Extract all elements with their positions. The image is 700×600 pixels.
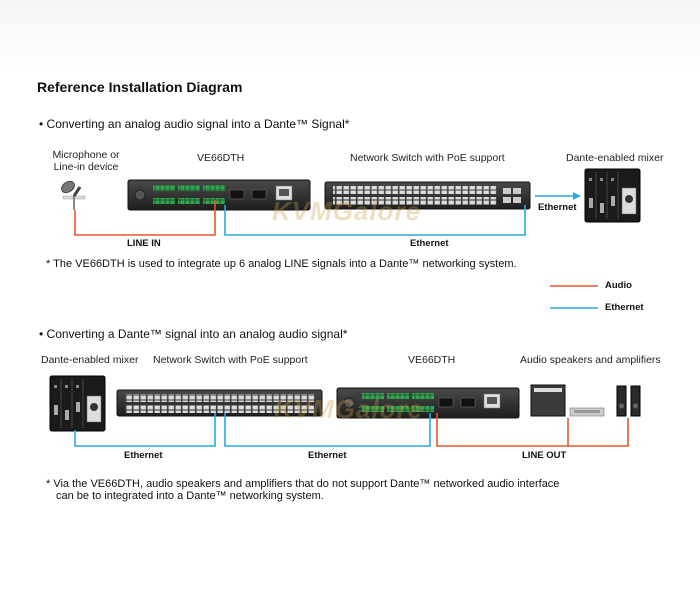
amplifier-icon bbox=[569, 407, 605, 417]
network-switch-icon bbox=[324, 181, 531, 210]
section1-note: * The VE66DTH is used to integrate up 6 … bbox=[46, 258, 517, 270]
mic-label-line1: Microphone or bbox=[52, 149, 120, 161]
ve66dth-label-1: VE66DTH bbox=[197, 152, 245, 164]
page-title: Reference Installation Diagram bbox=[37, 79, 243, 95]
network-switch-icon bbox=[116, 389, 323, 417]
line-in-label: LINE IN bbox=[127, 238, 161, 249]
mic-label: Microphone or Line-in device bbox=[46, 149, 126, 173]
switch-label-1: Network Switch with PoE support bbox=[350, 152, 505, 164]
ve66dth-label-2: VE66DTH bbox=[408, 354, 456, 366]
ethernet-label-s2-mixer: Ethernet bbox=[124, 450, 163, 461]
ethernet-connection-s1 bbox=[224, 205, 526, 236]
watermark-2: KVMGalore bbox=[274, 394, 424, 424]
section1-heading: • Converting an analog audio signal into… bbox=[39, 117, 350, 131]
ethernet-connection-s2-mixer bbox=[74, 413, 216, 447]
mixer-label-1: Dante-enabled mixer bbox=[566, 152, 664, 164]
dante-mixer-icon bbox=[584, 168, 641, 223]
ethernet-connection-s2-main bbox=[224, 413, 431, 447]
section2-note-line2: can be to integrated into a Dante™ netwo… bbox=[56, 490, 324, 502]
dante-mixer-icon bbox=[49, 375, 106, 432]
legend-ethernet-label: Ethernet bbox=[605, 302, 644, 313]
line-in-connection bbox=[74, 200, 216, 236]
legend-audio-label: Audio bbox=[605, 280, 632, 291]
ve66dth-device-icon bbox=[336, 387, 520, 419]
switch-label-2: Network Switch with PoE support bbox=[153, 354, 308, 366]
ethernet-label-s2-main: Ethernet bbox=[308, 450, 347, 461]
line-out-connection bbox=[436, 413, 629, 447]
section2-note-line1: * Via the VE66DTH, audio speakers and am… bbox=[46, 478, 560, 490]
speaker-icon bbox=[616, 385, 627, 417]
amplifier-icon bbox=[530, 384, 566, 417]
speaker-icon bbox=[630, 385, 641, 417]
section2-note: * Via the VE66DTH, audio speakers and am… bbox=[46, 478, 559, 502]
mic-label-line2: Line-in device bbox=[53, 161, 119, 173]
ethernet-label-s1-mixer: Ethernet bbox=[538, 202, 577, 213]
mixer-label-2: Dante-enabled mixer bbox=[41, 354, 139, 366]
line-out-label: LINE OUT bbox=[522, 450, 567, 461]
watermark-1: KVMGalore bbox=[272, 196, 422, 226]
microphone-icon bbox=[61, 180, 86, 210]
speakers-label: Audio speakers and amplifiers bbox=[520, 354, 661, 366]
section2-heading: • Converting a Dante™ signal into an ana… bbox=[39, 327, 348, 341]
ve66dth-device-icon bbox=[127, 179, 311, 211]
ethernet-label-s1-main: Ethernet bbox=[410, 238, 449, 249]
